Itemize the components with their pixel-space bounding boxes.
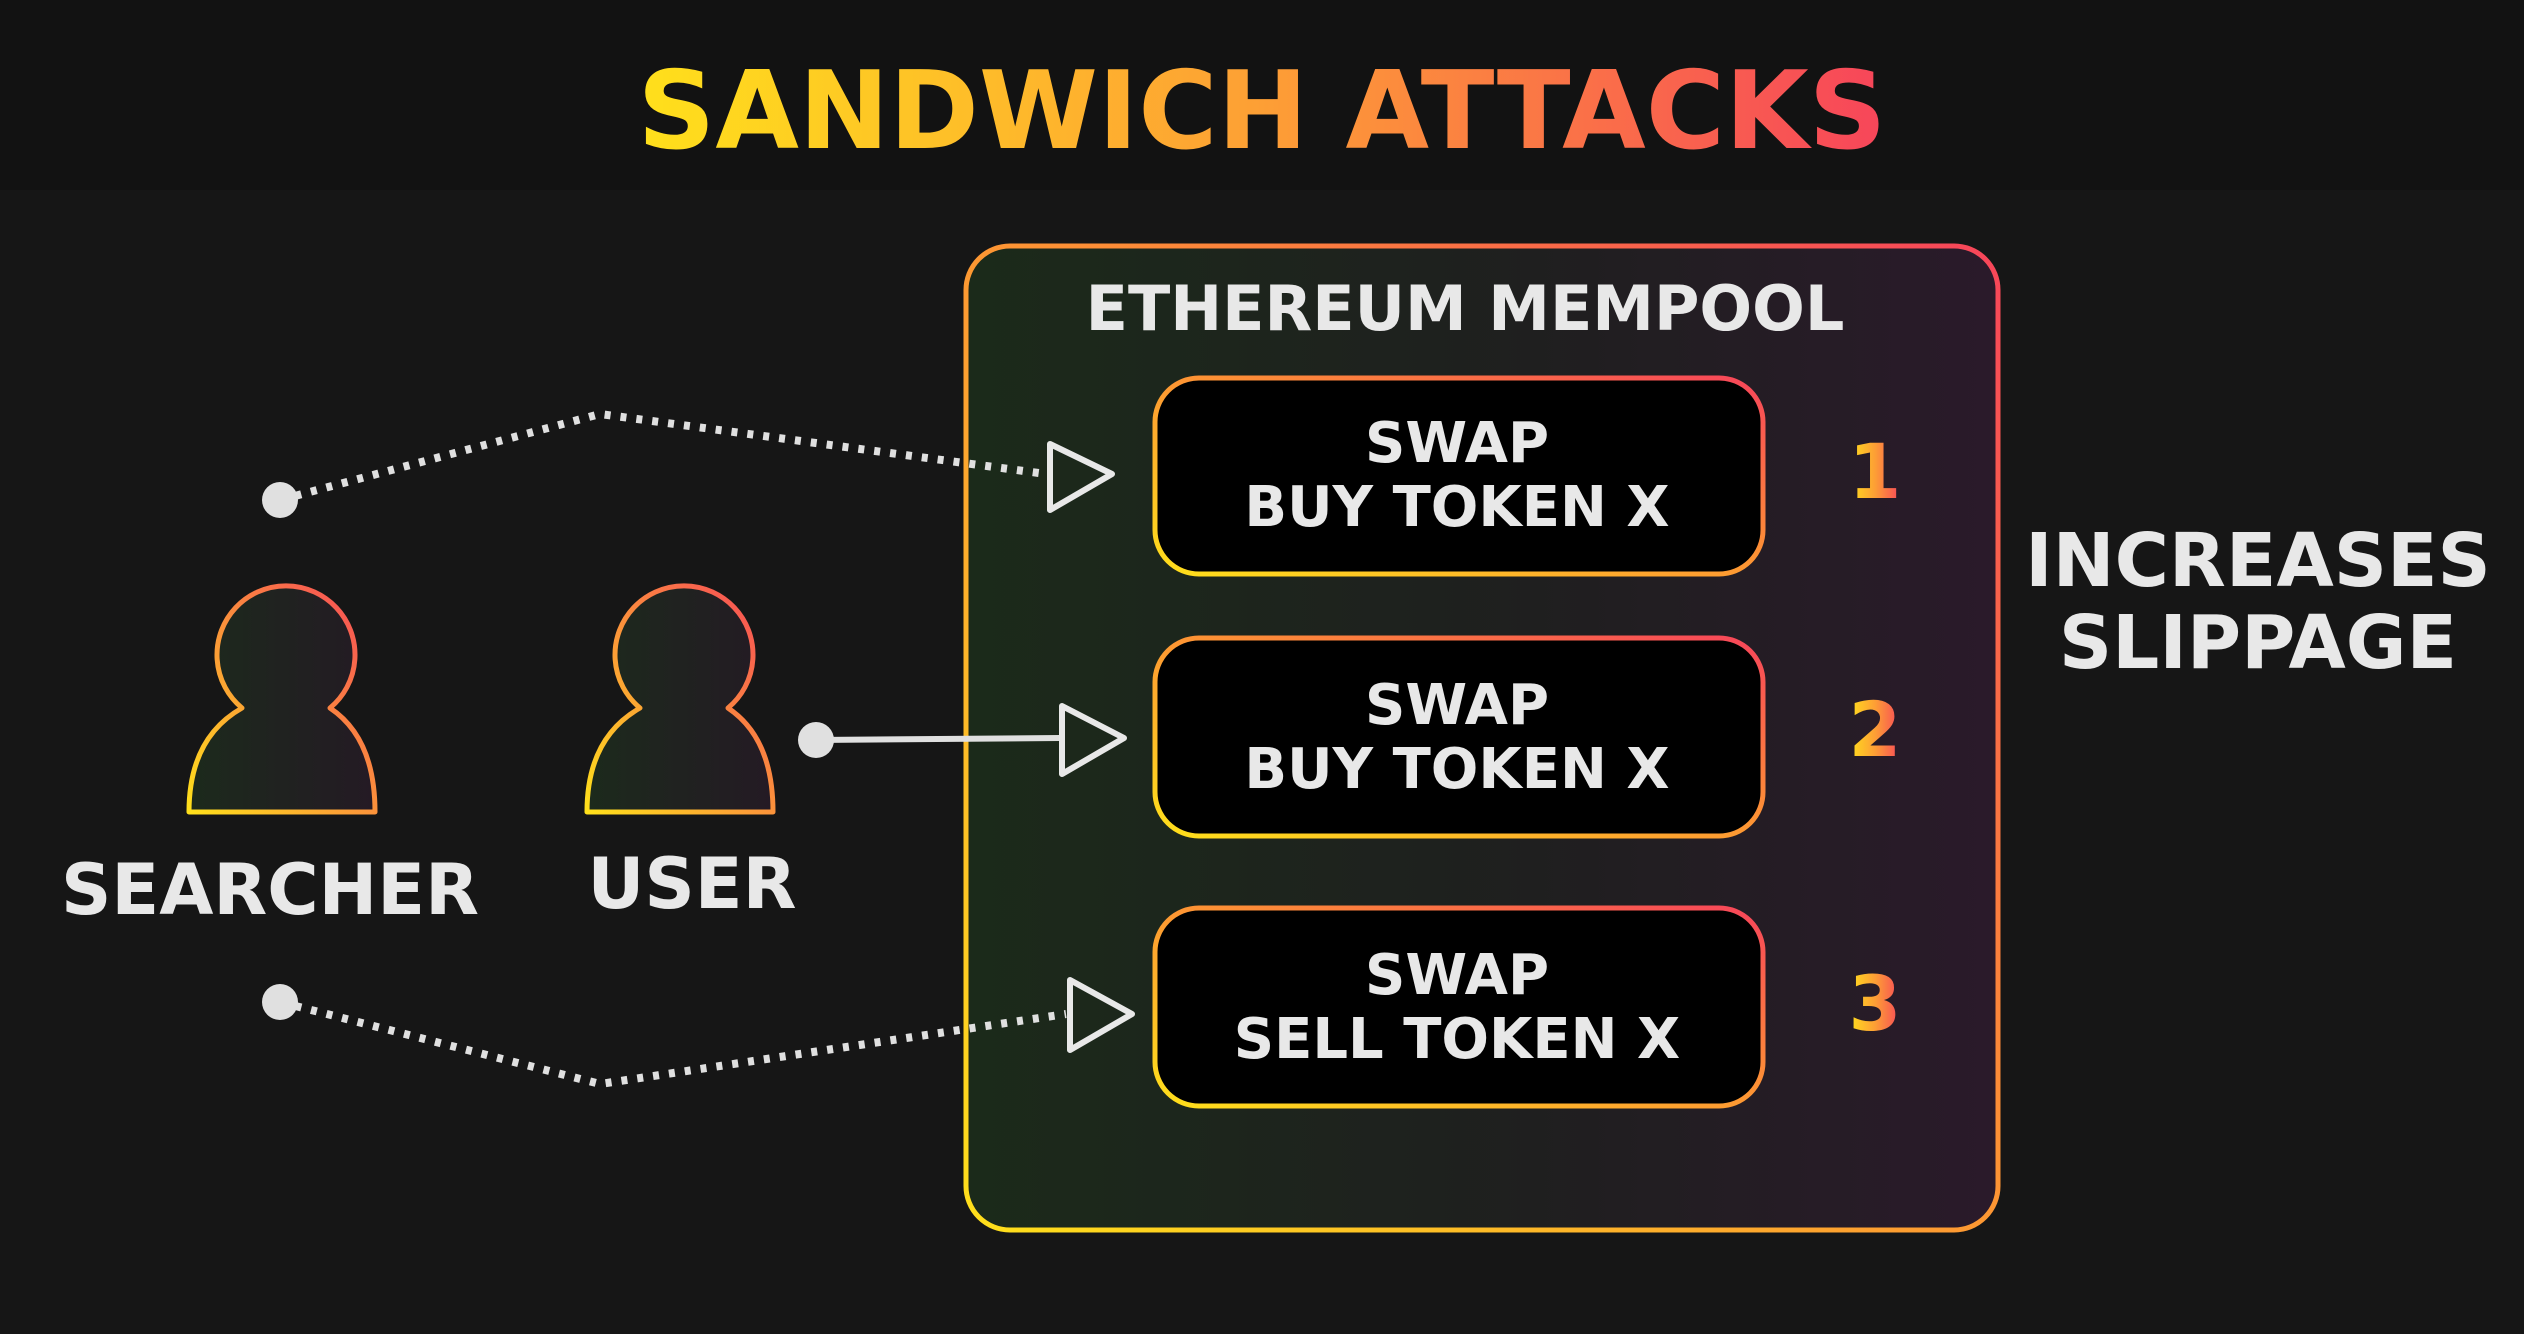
user-label: USER (588, 843, 797, 925)
transaction-detail: SELL TOKEN X (1234, 1007, 1680, 1072)
transaction-action: SWAP (1365, 943, 1549, 1008)
transaction-detail: BUY TOKEN X (1244, 475, 1669, 540)
dotted-line (279, 998, 1067, 1089)
searcher-label: SEARCHER (61, 849, 479, 931)
back-run-connector (262, 977, 1135, 1089)
dotted-line (278, 409, 1047, 504)
transaction-action: SWAP (1365, 673, 1549, 738)
transaction-action: SWAP (1365, 411, 1549, 476)
person-icon (584, 583, 776, 815)
transaction-box (1152, 635, 1766, 839)
transaction-detail: BUY TOKEN X (1244, 737, 1669, 802)
order-number: 3 (1849, 959, 1902, 1048)
transaction-2: SWAP BUY TOKEN X 2 (1152, 635, 1902, 839)
order-number: 1 (1849, 427, 1902, 516)
solid-line (815, 735, 1061, 743)
mempool-title: ETHEREUM MEMPOOL (1086, 272, 1845, 345)
arrowhead-icon (1047, 441, 1115, 513)
arrowhead-icon (1059, 703, 1127, 777)
transaction-box (1152, 375, 1766, 577)
person-icon (186, 583, 378, 815)
user-actor: USER (584, 583, 797, 925)
effect-label-line2: SLIPPAGE (2059, 600, 2457, 686)
front-run-connector (262, 409, 1115, 518)
title-banner (0, 0, 2524, 190)
page-title: SANDWICH ATTACKS (638, 49, 1887, 174)
transaction-1: SWAP BUY TOKEN X 1 (1152, 375, 1902, 577)
effect-label-line1: INCREASES (2025, 518, 2491, 604)
transaction-box (1152, 905, 1766, 1109)
transaction-3: SWAP SELL TOKEN X 3 (1152, 905, 1902, 1109)
order-number: 2 (1849, 685, 1902, 774)
arrowhead-icon (1067, 977, 1135, 1053)
searcher-actor: SEARCHER (61, 583, 479, 931)
user-connector (798, 703, 1127, 777)
